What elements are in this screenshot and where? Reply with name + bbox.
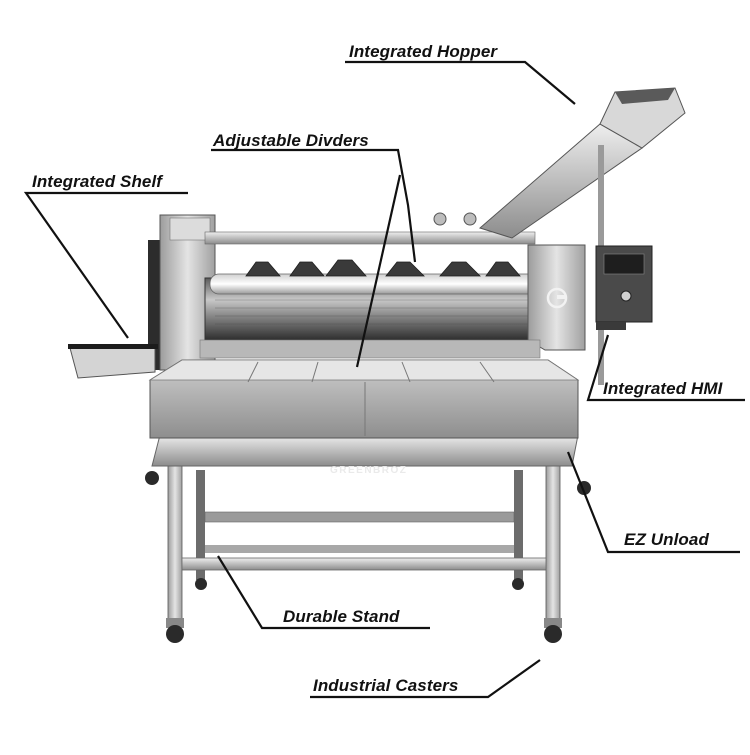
leader-hopper: [345, 60, 576, 105]
callout-integrated-hopper: Integrated Hopper: [349, 42, 498, 61]
leader-shelf: [23, 191, 188, 339]
durable-stand: [167, 464, 561, 621]
machine-body: [148, 212, 586, 371]
leader-lines: [23, 60, 745, 699]
callout-integrated-shelf: Integrated Shelf: [32, 172, 163, 191]
integrated-hmi: [595, 245, 653, 330]
callout-industrial-casters: Industrial Casters: [313, 676, 459, 695]
leader-unload: [566, 451, 740, 554]
callout-adjustable-dividers: Adjustable Divders: [213, 131, 369, 150]
callout-integrated-hmi: Integrated HMI: [603, 379, 723, 398]
ez-unload-tray: [148, 359, 580, 439]
leader-stand: [217, 555, 430, 630]
brand-logo: GREENBROZ: [330, 465, 407, 476]
table-top: GREENBROZ: [151, 434, 579, 476]
leader-hmi: [586, 334, 745, 402]
integrated-shelf: [68, 344, 158, 379]
g-logo-icon: [546, 287, 568, 309]
leader-dividers: [211, 148, 417, 263]
leader-dividers-2: [355, 174, 402, 368]
leader-casters: [310, 659, 541, 699]
callout-ez-unload: EZ Unload: [624, 530, 709, 549]
adjustable-dividers: [245, 259, 521, 277]
callout-durable-stand: Durable Stand: [283, 607, 400, 626]
